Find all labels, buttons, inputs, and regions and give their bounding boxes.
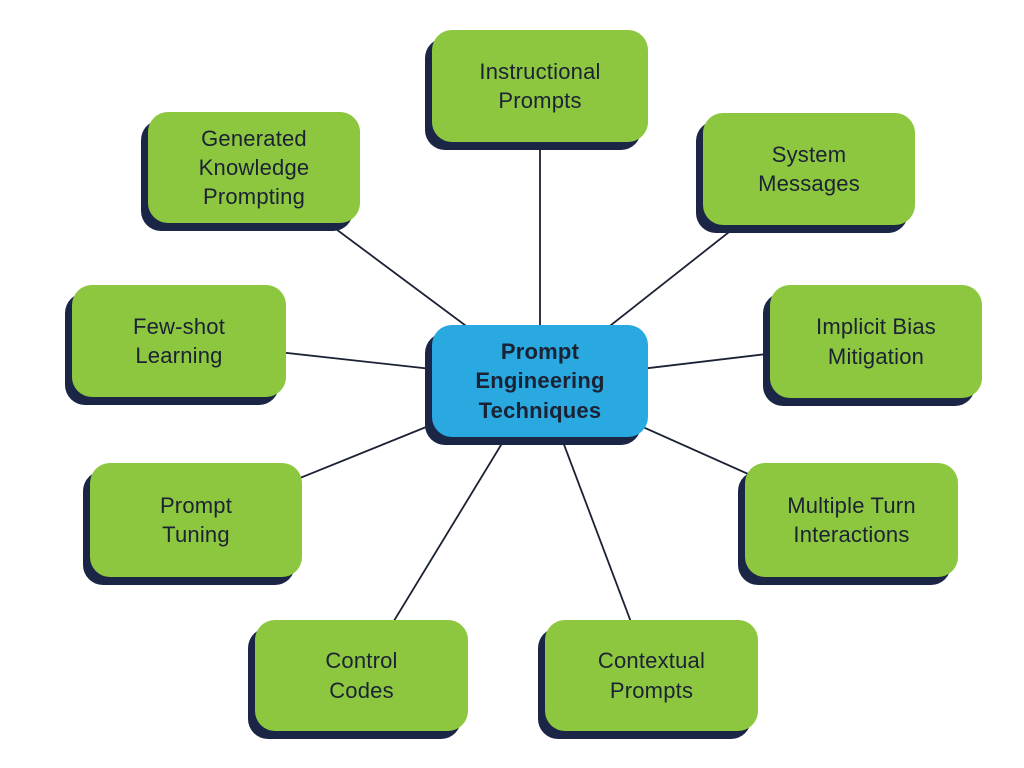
node-system-messages: System Messages (703, 113, 915, 225)
node-label: Implicit Bias Mitigation (816, 314, 936, 369)
node-few-shot-learning: Few-shot Learning (72, 285, 286, 397)
node-label: Instructional Prompts (479, 58, 601, 113)
node-label: Prompt Tuning (159, 492, 233, 547)
node-label: Multiple Turn Interactions (787, 492, 916, 547)
node-label: Contextual Prompts (597, 648, 706, 703)
node-generated-knowledge-prompting: Generated Knowledge Prompting (148, 112, 360, 223)
node-label: System Messages (758, 141, 860, 196)
node-contextual-prompts: Contextual Prompts (545, 620, 758, 731)
node-multiple-turn-interactions: Multiple Turn Interactions (745, 463, 958, 577)
node-control-codes: Control Codes (255, 620, 468, 731)
center-node-label: Prompt Engineering Techniques (475, 339, 605, 423)
node-implicit-bias-mitigation: Implicit Bias Mitigation (770, 285, 982, 398)
node-label: Few-shot Learning (132, 313, 226, 368)
node-center-prompt-engineering-techniques: Prompt Engineering Techniques (432, 325, 648, 437)
node-label: Generated Knowledge Prompting (198, 125, 310, 210)
node-instructional-prompts: Instructional Prompts (432, 30, 648, 142)
node-prompt-tuning: Prompt Tuning (90, 463, 302, 577)
node-label: Control Codes (325, 648, 398, 703)
